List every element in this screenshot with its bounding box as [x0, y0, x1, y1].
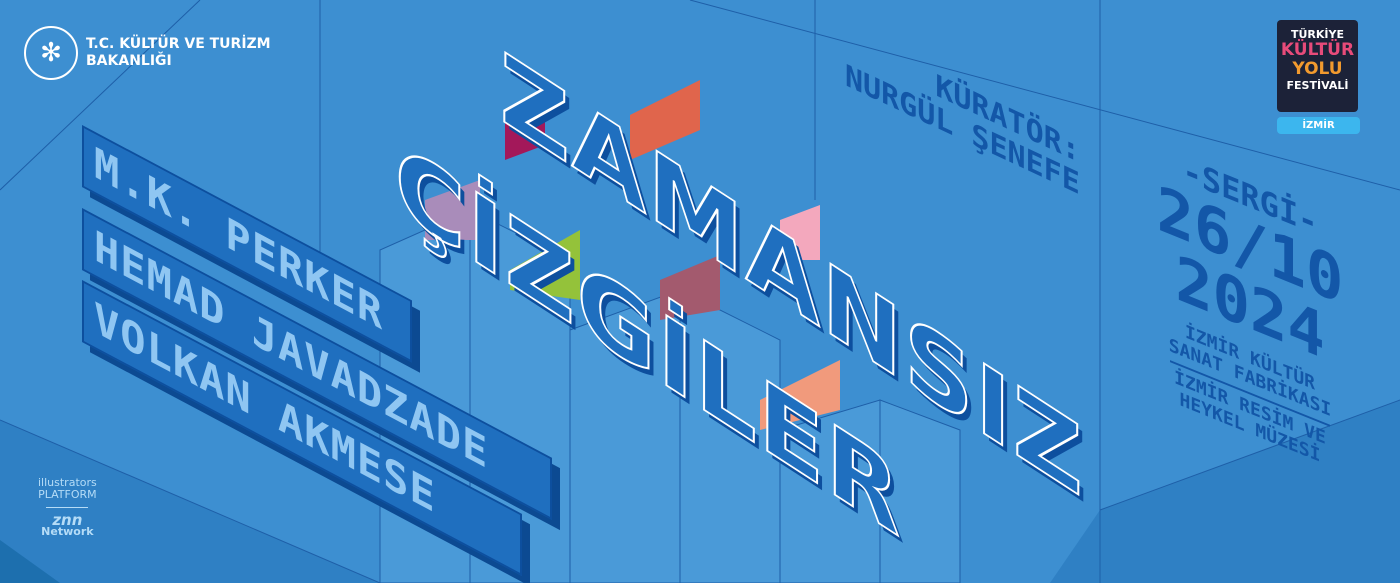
ministry-seal-icon: ✻ [24, 26, 78, 80]
festival-l2: KÜLTÜR [1280, 40, 1355, 60]
festival-logo: TÜRKİYE KÜLTÜR YOLU FESTİVALİ [1277, 20, 1358, 112]
festival-l4: FESTİVALİ [1286, 79, 1349, 92]
ministry-line1: T.C. KÜLTÜR VE TURİZM [86, 36, 271, 52]
partner1a: illustrators [38, 476, 97, 489]
festival-city-badge: İZMİR [1277, 117, 1360, 134]
color-accents [425, 80, 840, 430]
ministry-line2: BAKANLIĞI [86, 53, 172, 69]
festival-l1: TÜRKİYE [1290, 28, 1344, 41]
partner2a: znn [52, 511, 83, 529]
partner-logos: illustrators PLATFORM znn Network [38, 477, 97, 538]
partner1b: PLATFORM [38, 488, 97, 501]
festival-l3: YOLU [1292, 59, 1343, 79]
partner-divider [46, 507, 89, 508]
partner2b: Network [41, 525, 94, 538]
